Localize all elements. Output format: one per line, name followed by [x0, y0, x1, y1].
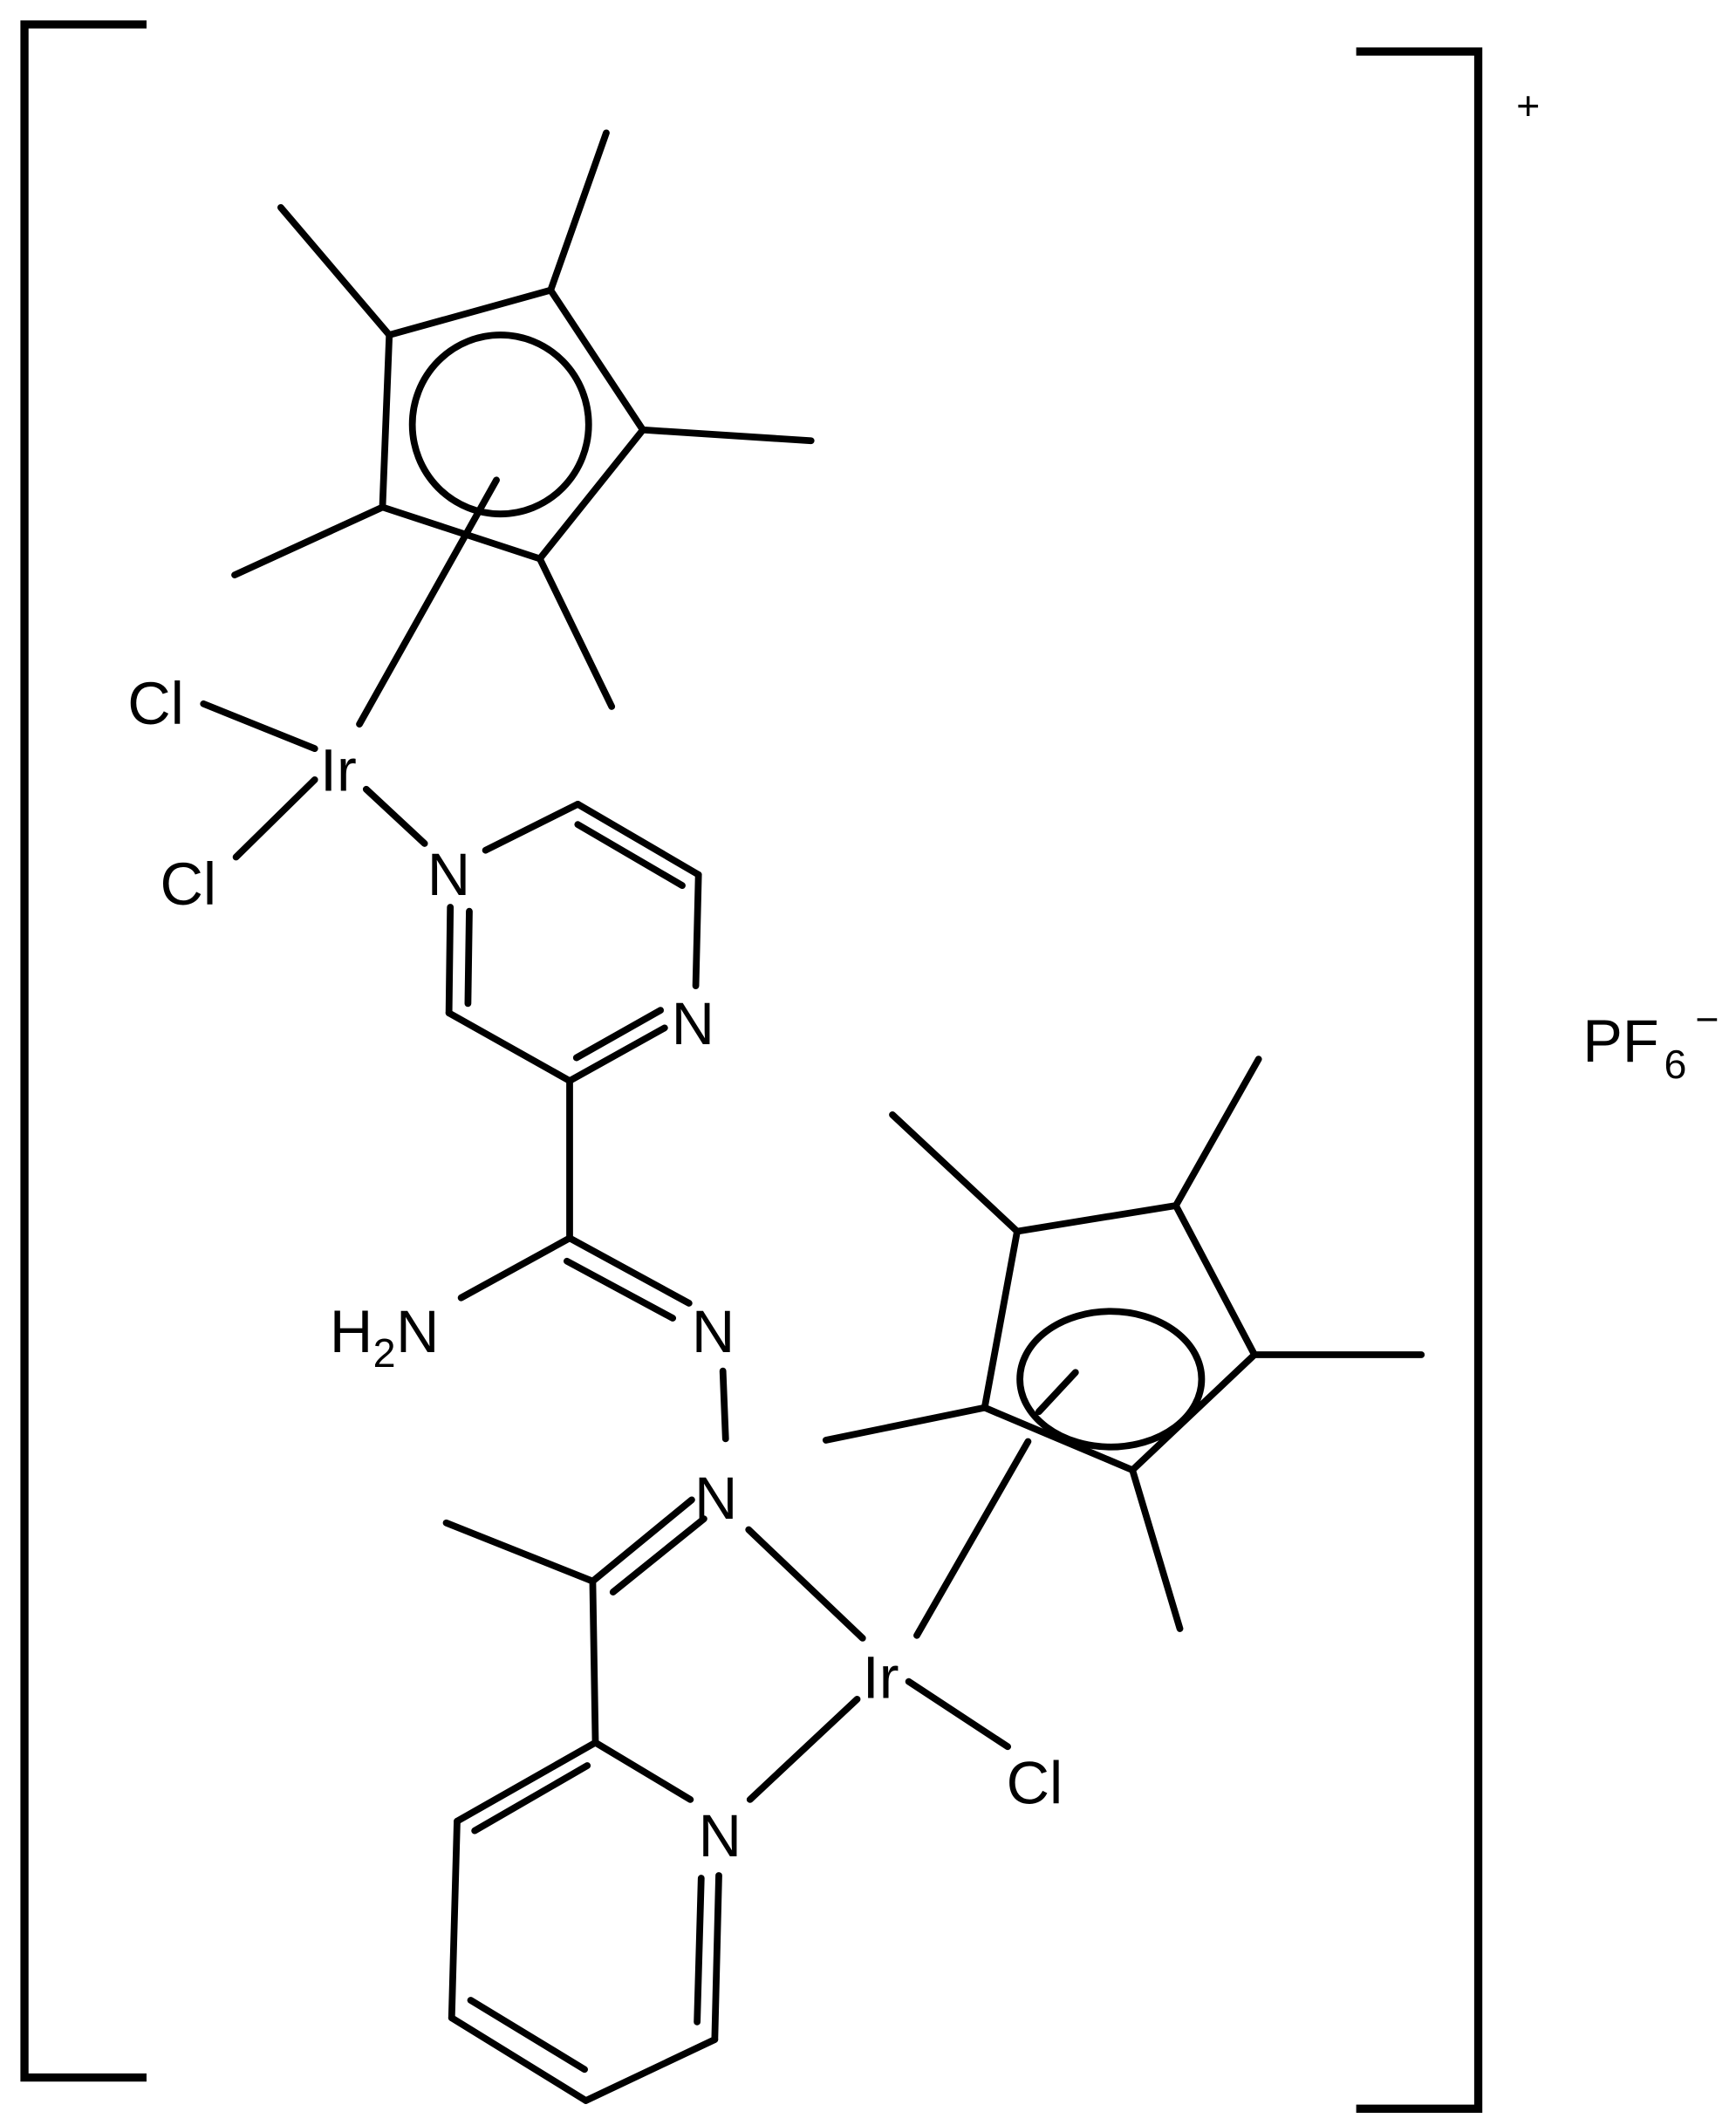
pyrazine-ring: N N — [427, 800, 714, 1084]
cation-charge: + — [1516, 83, 1540, 128]
amine-n-label: N — [396, 1299, 439, 1365]
pyrazine-n2-label: N — [672, 991, 714, 1057]
pyrazine-n1-label: N — [427, 842, 470, 908]
chlorine-top-1-label: Cl — [127, 671, 184, 737]
iridium-bottom-label: Ir — [863, 1644, 899, 1711]
iridium-top-label: Ir — [320, 737, 357, 803]
counter-ion-pf6: PF 6 − — [1582, 997, 1719, 1087]
chlorine-bottom-label: Cl — [1007, 1751, 1063, 1817]
left-bracket — [20, 20, 147, 2082]
pyridine-ring: N — [448, 1739, 742, 2104]
bottom-cp-star-ring — [822, 1056, 1425, 1639]
pf-subscript: 6 — [1664, 1042, 1687, 1087]
pf-label: PF — [1582, 1008, 1658, 1075]
chlorine-top-2-label: Cl — [161, 851, 217, 918]
pyridine-n-label: N — [699, 1803, 742, 1869]
amine-h-label: H — [330, 1299, 372, 1365]
hydrazone-n1-label: N — [692, 1299, 735, 1365]
right-bracket — [1356, 47, 1483, 2114]
amine-group: H 2 N — [330, 1299, 440, 1376]
top-cp-star-ring — [231, 129, 815, 728]
pf-charge: − — [1695, 997, 1719, 1042]
amine-subscript: 2 — [373, 1330, 396, 1376]
